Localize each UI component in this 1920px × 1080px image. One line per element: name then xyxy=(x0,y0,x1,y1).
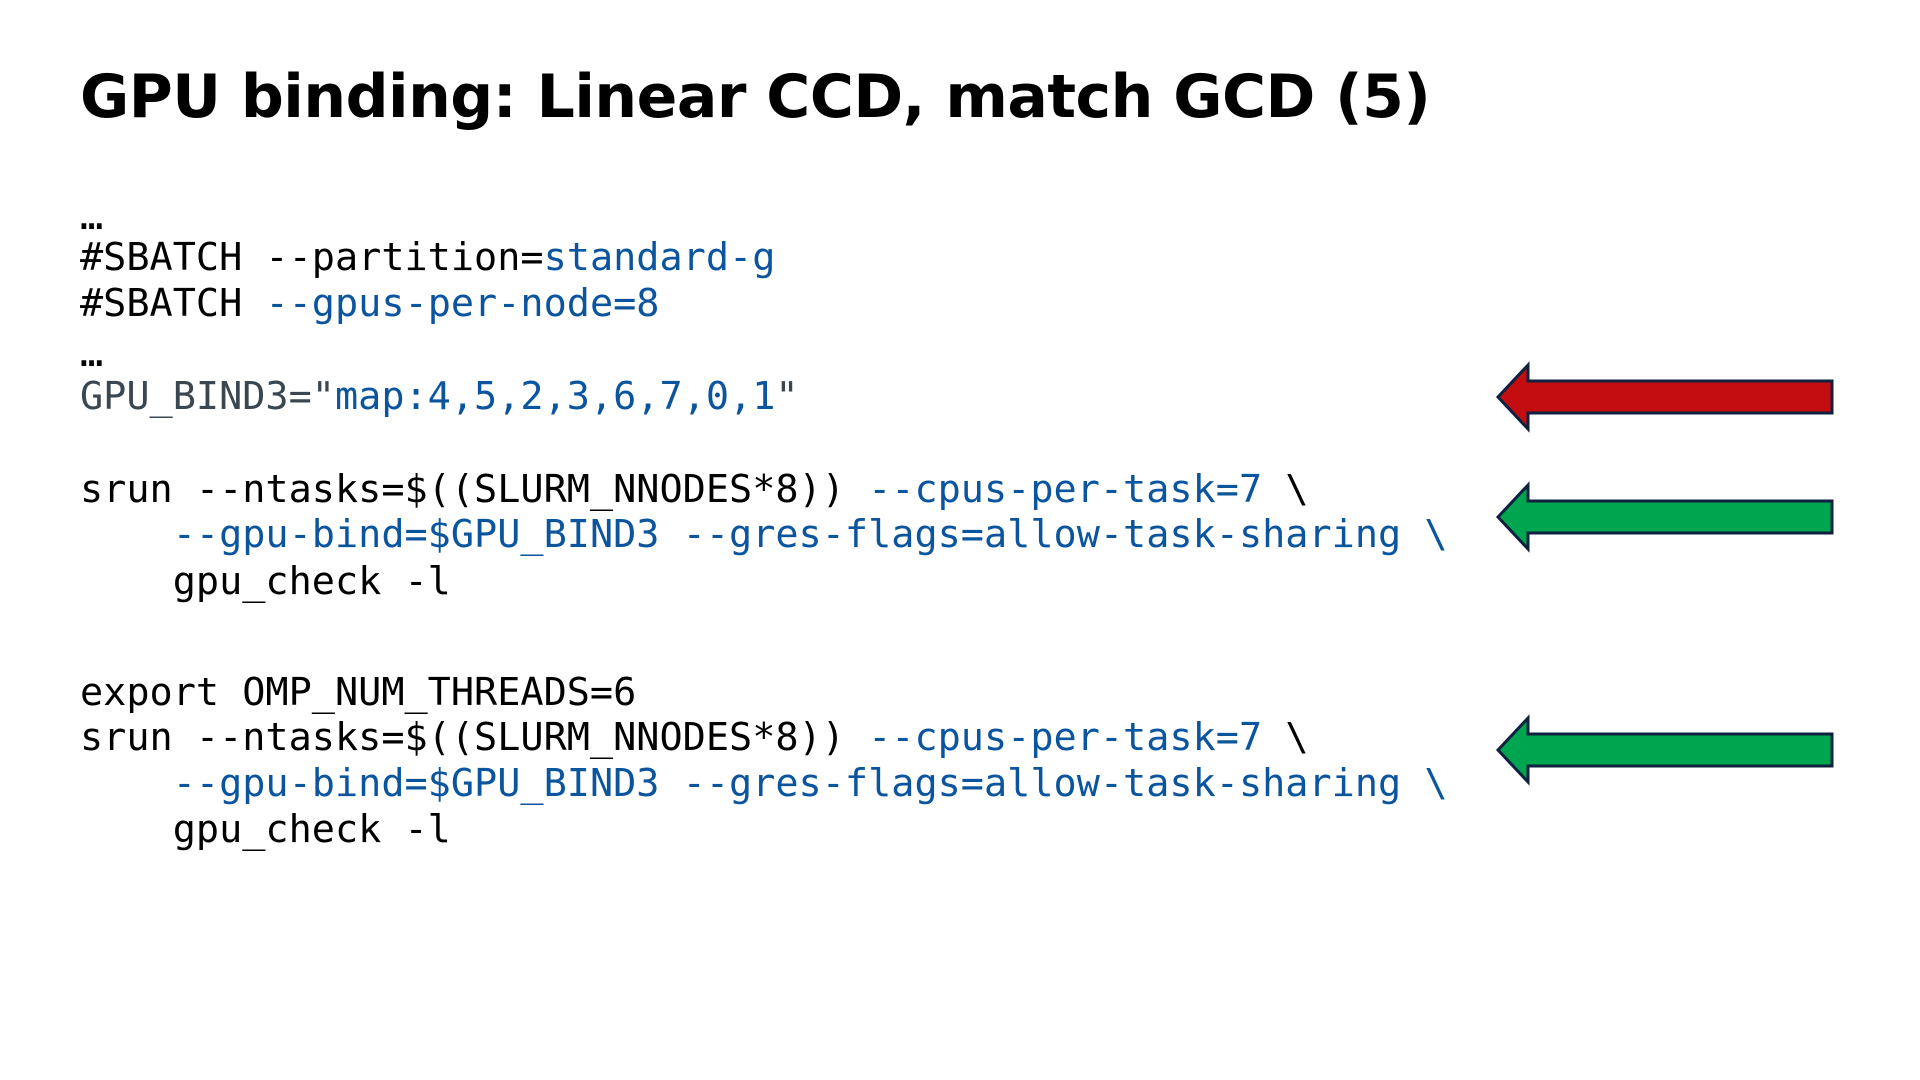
code-line: srun --ntasks=$((SLURM_NNODES*8)) --cpus… xyxy=(80,715,1309,761)
arrow-shape xyxy=(1495,361,1834,433)
code-segment: #SBATCH --partition= xyxy=(80,235,544,280)
code-segment: … xyxy=(80,331,104,376)
code-segment: export OMP_NUM_THREADS=6 xyxy=(80,670,637,715)
code-segment: \ xyxy=(1262,715,1309,760)
code-segment: --cpus-per-task=7 xyxy=(868,715,1263,760)
code-segment: GPU_BIND3=" xyxy=(80,374,335,419)
code-segment xyxy=(80,761,173,806)
code-segment: gpu_check -l xyxy=(80,807,451,852)
arrow-shape xyxy=(1495,714,1834,786)
code-segment: map:4,5,2,3,6,7,0,1 xyxy=(334,374,776,419)
code-segment: gpu_check -l xyxy=(80,559,451,604)
code-line: gpu_check -l xyxy=(80,559,451,605)
code-segment: --cpus-per-task=7 xyxy=(868,467,1263,512)
code-segment xyxy=(80,512,173,557)
green-left-arrow-icon xyxy=(1495,481,1834,553)
code-line: export OMP_NUM_THREADS=6 xyxy=(80,670,636,716)
code-line: GPU_BIND3="map:4,5,2,3,6,7,0,1" xyxy=(80,374,799,420)
code-line: … xyxy=(80,331,103,377)
code-segment: --gpus-per-node=8 xyxy=(265,281,660,326)
code-line: #SBATCH --gpus-per-node=8 xyxy=(80,281,659,327)
code-line: … xyxy=(80,194,103,240)
code-segment: srun --ntasks=$((SLURM_NNODES*8)) xyxy=(80,715,869,760)
code-segment: --gpu-bind=$GPU_BIND3 --gres-flags=allow… xyxy=(172,761,1448,806)
code-segment: standard-g xyxy=(543,235,776,280)
code-line: srun --ntasks=$((SLURM_NNODES*8)) --cpus… xyxy=(80,467,1309,513)
slide-title: GPU binding: Linear CCD, match GCD (5) xyxy=(80,62,1431,132)
code-line: #SBATCH --partition=standard-g xyxy=(80,235,775,281)
code-line: gpu_check -l xyxy=(80,807,451,853)
code-segment: --gpu-bind=$GPU_BIND3 --gres-flags=allow… xyxy=(172,512,1448,557)
code-line: --gpu-bind=$GPU_BIND3 --gres-flags=allow… xyxy=(80,512,1448,558)
code-segment: " xyxy=(775,374,799,419)
green-left-arrow-icon xyxy=(1495,714,1834,786)
code-segment: #SBATCH xyxy=(80,281,266,326)
red-left-arrow-icon xyxy=(1495,361,1834,433)
code-segment: srun --ntasks=$((SLURM_NNODES*8)) xyxy=(80,467,869,512)
arrow-shape xyxy=(1495,481,1834,553)
code-segment: \ xyxy=(1262,467,1309,512)
code-segment: … xyxy=(80,194,104,239)
code-line: --gpu-bind=$GPU_BIND3 --gres-flags=allow… xyxy=(80,761,1448,807)
